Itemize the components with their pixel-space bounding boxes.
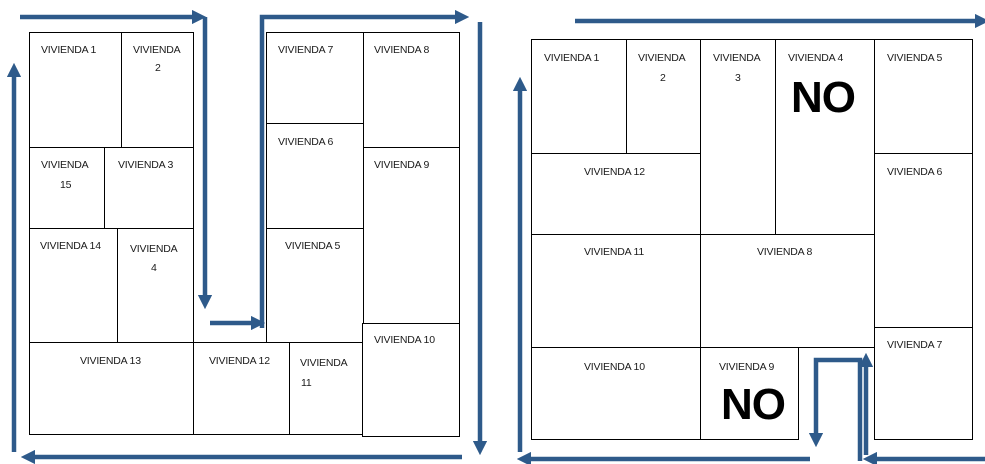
left-vivienda-13 bbox=[29, 342, 194, 435]
right-vivienda-9-label: VIVIENDA 9 bbox=[719, 361, 775, 373]
left-vivienda-14-label: VIVIENDA 14 bbox=[40, 240, 101, 252]
right-vivienda-6-label: VIVIENDA 6 bbox=[887, 166, 943, 178]
left-vivienda-2-number: 2 bbox=[155, 62, 161, 74]
right-vivienda-6 bbox=[874, 153, 973, 328]
right-vivienda-7-label: VIVIENDA 7 bbox=[887, 339, 943, 351]
left-vivienda-1 bbox=[29, 32, 122, 148]
right-vivienda-3-number: 3 bbox=[735, 72, 741, 84]
right-vivienda-9 bbox=[700, 347, 799, 440]
right-vivienda-4 bbox=[775, 39, 875, 235]
left-vivienda-9-label: VIVIENDA 9 bbox=[374, 159, 430, 171]
right-vivienda-8-label: VIVIENDA 8 bbox=[757, 246, 813, 258]
left-vivienda-11-number: 11 bbox=[301, 377, 312, 389]
right-vivienda-12-label: VIVIENDA 12 bbox=[584, 166, 645, 178]
left-vivienda-11-label: VIVIENDA bbox=[300, 357, 348, 369]
right-vivienda-12 bbox=[531, 153, 701, 235]
left-vivienda-5-label: VIVIENDA 5 bbox=[285, 240, 341, 252]
left-vivienda-8 bbox=[363, 32, 460, 148]
left-vivienda-2 bbox=[121, 32, 194, 148]
right-vivienda-2-number: 2 bbox=[660, 72, 666, 84]
left-vivienda-4-number: 4 bbox=[151, 262, 157, 274]
right-vivienda-11-label: VIVIENDA 11 bbox=[584, 246, 645, 258]
left-vivienda-10 bbox=[362, 323, 460, 437]
left-vivienda-1-label: VIVIENDA 1 bbox=[41, 44, 97, 56]
left-vivienda-14 bbox=[29, 228, 118, 343]
right-vivienda-10 bbox=[531, 347, 701, 440]
right-vivienda-5 bbox=[874, 39, 973, 154]
right-vivienda-4-label: VIVIENDA 4 bbox=[788, 52, 844, 64]
right-vivienda-3 bbox=[700, 39, 776, 235]
left-vivienda-12-label: VIVIENDA 12 bbox=[209, 355, 270, 367]
right-vivienda-9-no-mark: NO bbox=[721, 380, 786, 429]
right-vivienda-1 bbox=[531, 39, 627, 154]
right-vivienda-2-label: VIVIENDA bbox=[638, 52, 686, 64]
left-vivienda-4-label: VIVIENDA bbox=[130, 243, 178, 255]
left-vivienda-15-number: 15 bbox=[60, 179, 72, 191]
left-vivienda-5 bbox=[266, 228, 364, 343]
right-vivienda-7 bbox=[874, 327, 973, 440]
left-vivienda-4 bbox=[117, 228, 194, 343]
right-vivienda-5-label: VIVIENDA 5 bbox=[887, 52, 943, 64]
left-arrow-up-right-block bbox=[259, 9, 470, 328]
left-vivienda-6-label: VIVIENDA 6 bbox=[278, 136, 334, 148]
right-vivienda-3-label: VIVIENDA bbox=[713, 52, 761, 64]
left-vivienda-15-label: VIVIENDA bbox=[41, 159, 89, 171]
left-vivienda-10-label: VIVIENDA 10 bbox=[374, 334, 435, 346]
left-vivienda-7-label: VIVIENDA 7 bbox=[278, 44, 334, 56]
right-vivienda-1-label: VIVIENDA 1 bbox=[544, 52, 600, 64]
left-vivienda-3-label: VIVIENDA 3 bbox=[118, 159, 174, 171]
left-vivienda-12 bbox=[193, 342, 290, 435]
left-vivienda-6 bbox=[266, 123, 364, 229]
right-vivienda-8 bbox=[700, 234, 875, 348]
left-vivienda-3 bbox=[104, 147, 194, 229]
right-vivienda-10-label: VIVIENDA 10 bbox=[584, 361, 645, 373]
right-arrow-inner-loop bbox=[808, 357, 863, 461]
left-vivienda-13-label: VIVIENDA 13 bbox=[80, 355, 141, 367]
right-vivienda-4-no-mark: NO bbox=[791, 73, 856, 122]
left-vivienda-8-label: VIVIENDA 8 bbox=[374, 44, 430, 56]
left-vivienda-7 bbox=[266, 32, 364, 124]
left-vivienda-2-label: VIVIENDA bbox=[133, 44, 181, 56]
